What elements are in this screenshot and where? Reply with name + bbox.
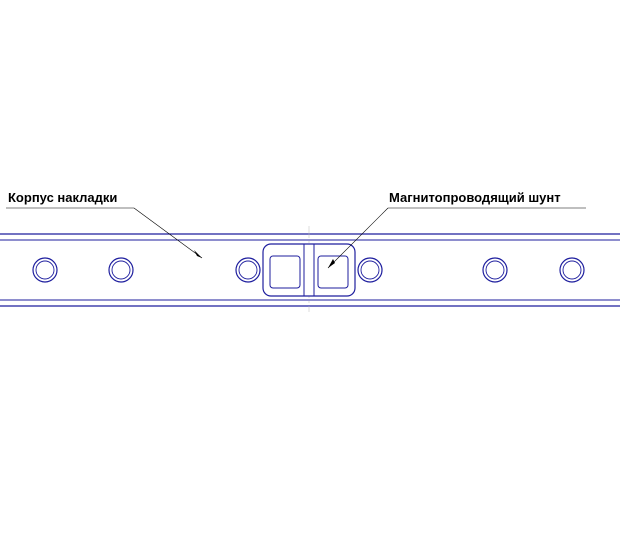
housing-leader-line (133, 207, 203, 259)
shunt-leader-arrow (328, 259, 335, 268)
housing-leader-arrow (194, 250, 202, 258)
shunt-outer-frame (262, 243, 356, 297)
shunt-left-pad (269, 255, 301, 289)
mounting-hole (108, 257, 134, 283)
mounting-hole (32, 257, 58, 283)
mounting-hole (235, 257, 261, 283)
housing-callout: Корпус накладки (6, 190, 203, 259)
shunt-label: Магнитопроводящий шунт (389, 190, 561, 205)
magnetic-shunt (262, 243, 356, 297)
housing-label: Корпус накладки (8, 190, 117, 205)
mounting-hole (357, 257, 383, 283)
mounting-hole (559, 257, 585, 283)
shunt-callout: Магнитопроводящий шунт (327, 190, 586, 269)
housing-body (0, 233, 620, 307)
mounting-holes (32, 257, 585, 283)
shunt-right-pad (317, 255, 349, 289)
shunt-leader-line (327, 207, 389, 269)
mounting-hole (482, 257, 508, 283)
